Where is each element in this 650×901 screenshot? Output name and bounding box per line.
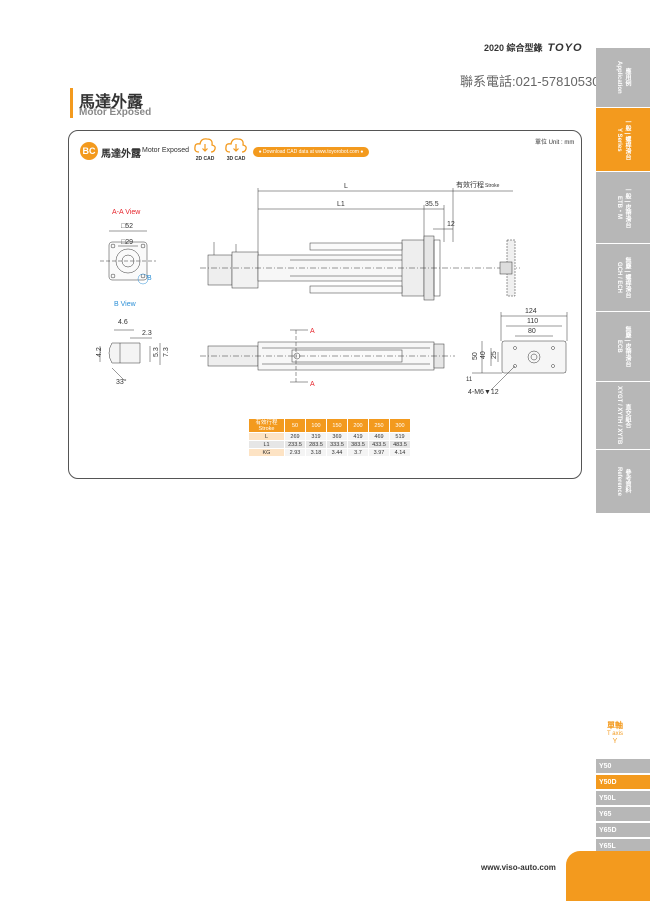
table-cell: 483.5 [389,440,411,449]
section-subtitle: Motor Exposed [142,147,190,154]
page-title: 馬達外露 [79,94,144,111]
footer-url[interactable]: www.viso-auto.com [481,863,556,872]
table-cell: 519 [389,432,411,441]
table-cell: 3.18 [305,448,327,457]
section-title: 馬達外露 [101,149,141,160]
table-cell: 2.93 [284,448,306,457]
stroke-column-150: 150 [326,418,348,433]
model-tab-y50l[interactable]: Y50L [596,791,650,806]
table-cell: 433.5 [368,440,390,449]
toyo-logo: TOYO [547,42,583,54]
axis-label-zh: 單軸 [607,721,623,730]
catalog-year-title: 2020 綜合型錄 [484,43,543,53]
sidebar-tab-zh: 一般 | 皮帶滑台 [624,186,630,228]
table-cell: 3.7 [347,448,369,457]
cad-2d-link[interactable]: 2D CAD [193,136,217,162]
sidebar-tab-en: ETB・M [616,195,622,219]
page-subtitle: Motor Exposed [79,107,152,118]
catalog-header: 2020 綜合型錄 TOYO [484,41,583,54]
stroke-column-200: 200 [347,418,369,433]
table-cell: 3.44 [326,448,348,457]
sidebar-tab-zh: 無塵 | 螺桿滑台 [624,256,630,298]
table-cell: 283.5 [305,440,327,449]
cloud-download-icon [194,138,216,153]
sidebar-tab-en: Reference [616,466,622,496]
sidebar-tab-en: Y Series [616,127,622,152]
cloud-download-icon [225,138,247,153]
stroke-column-50: 50 [284,418,306,433]
sidebar-tab-zh: 直交組合 [624,403,630,428]
row-label: L1 [248,440,285,449]
table-cell: 469 [368,432,390,441]
sidebar-tab-en: ECB [616,340,622,353]
stroke-header-en: Stroke [258,425,275,432]
sidebar-tab-en: Application [616,61,622,94]
cad-3d-link[interactable]: 3D CAD [224,136,248,162]
cad-2d-label: 2D CAD [195,156,215,162]
table-cell: 369 [326,432,348,441]
table-cell: 383.5 [347,440,369,449]
table-cell: 333.5 [326,440,348,449]
contact-phone: 聯系電話:021-57810530 [460,74,600,89]
stroke-column-300: 300 [389,418,411,433]
title-accent-bar [70,88,73,118]
model-tab-y50[interactable]: Y50 [596,759,650,774]
table-cell: 3.97 [368,448,390,457]
sidebar-tab-zh: 無塵 | 皮帶滑台 [624,325,630,367]
sidebar-tab-en: GCH / ECH [616,261,622,293]
sidebar-tab-zh: 應用例 [624,68,630,87]
table-cell: 233.5 [284,440,306,449]
footer-accent-tab [566,851,650,901]
row-label: L [248,432,285,441]
table-cell: 319 [305,432,327,441]
section-badge: BC [80,142,98,160]
cad-3d-label: 3D CAD [226,156,246,162]
sidebar-tab-zh: 參考資料 [624,469,630,494]
row-label: KG [248,448,285,457]
axis-label-y: Y [612,738,618,745]
download-cad-button[interactable]: ● Download CAD data at www.toyorobot.com… [253,147,369,157]
table-cell: 269 [284,432,306,441]
table-cell: 419 [347,432,369,441]
drawing-panel [68,130,582,479]
sidebar-tab-en: XYGT / XYTH / XYTB [616,386,622,445]
stroke-header-zh: 有效行程 [255,419,278,426]
stroke-column-250: 250 [368,418,390,433]
sidebar-tab-zh: 一般 | 螺桿滑台 [624,118,630,160]
axis-label-en: T axis [607,731,623,737]
stroke-column-100: 100 [305,418,327,433]
model-tab-y65d[interactable]: Y65D [596,823,650,838]
model-tab-y65[interactable]: Y65 [596,807,650,822]
model-tab-y50d[interactable]: Y50D [596,775,650,790]
table-cell: 4.14 [389,448,411,457]
axis-label: 單軸 T axis Y [600,722,630,746]
unit-label: 單位 Unit : mm [535,140,575,146]
